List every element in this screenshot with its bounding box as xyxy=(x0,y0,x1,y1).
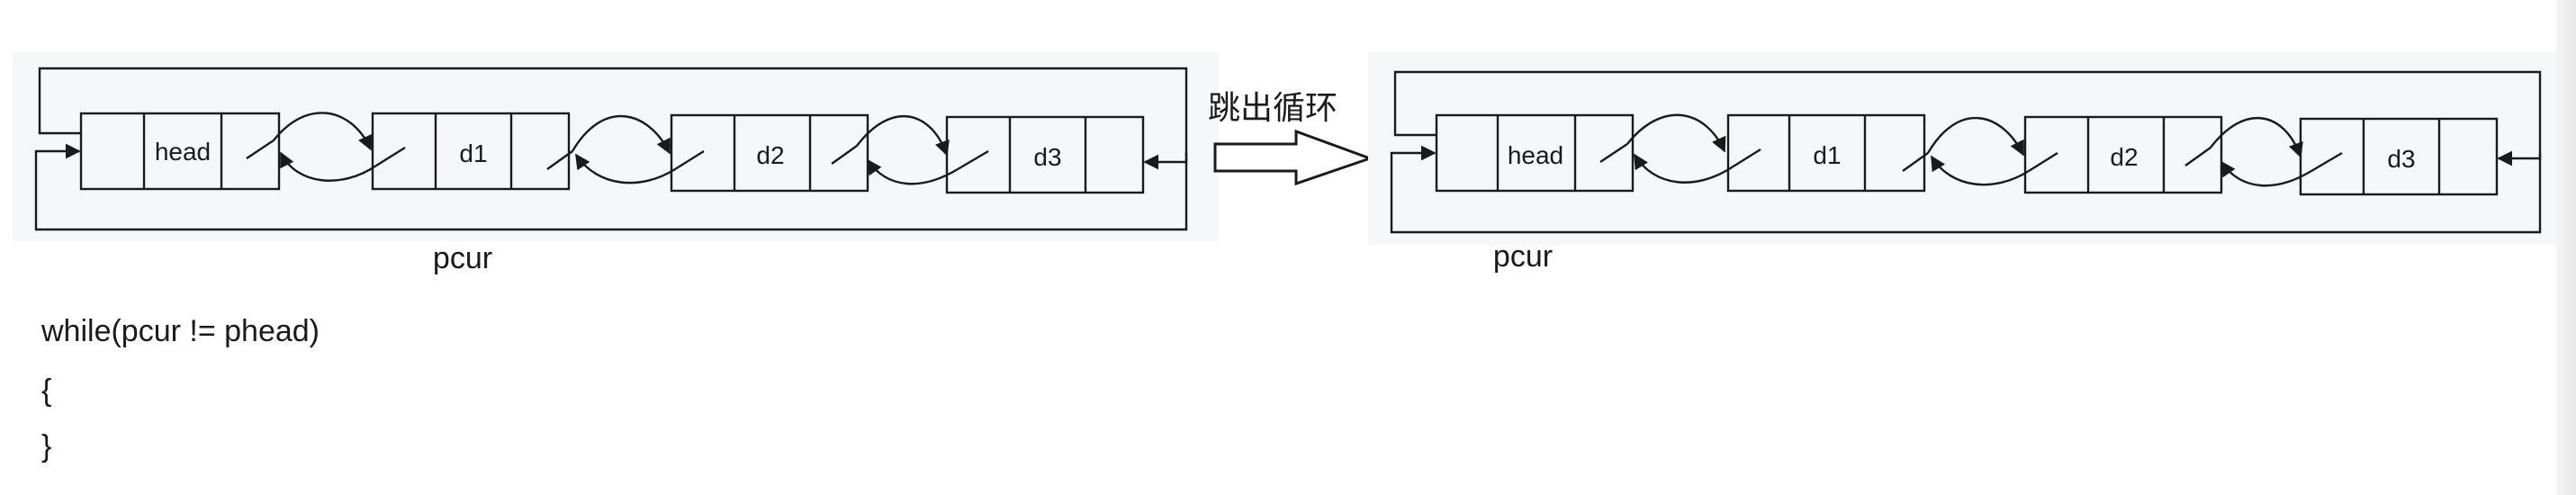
after-node-label-d3: d3 xyxy=(2387,145,2415,173)
transition-arrow xyxy=(1213,129,1374,186)
transition-label: 跳出循环 xyxy=(1208,89,1338,126)
before-panel: head d1 d2 d3 xyxy=(13,52,1219,241)
after-links xyxy=(1599,113,2343,187)
before-node-head: head xyxy=(79,112,281,191)
after-node-label-d1: d1 xyxy=(1813,141,1841,169)
after-pointer-label: pcur xyxy=(1493,239,1553,274)
after-node-d2: d2 xyxy=(2023,115,2223,194)
after-node-label-head: head xyxy=(1508,141,1563,169)
after-loop-arrow-top xyxy=(1390,70,2542,234)
before-links xyxy=(246,112,989,185)
after-node-d1: d1 xyxy=(1726,113,1926,193)
before-loop-arrow-tail xyxy=(1143,153,1188,170)
before-loop-arrow-top xyxy=(34,67,1188,231)
before-pointer-label: pcur xyxy=(433,241,492,275)
right-edge-scrollbar[interactable] xyxy=(2556,0,2576,495)
before-node-label-d3: d3 xyxy=(1033,143,1061,171)
before-node-label-d1: d1 xyxy=(459,140,487,167)
code-line-while: while(pcur != phead) xyxy=(41,314,320,348)
after-node-label-d2: d2 xyxy=(2110,143,2138,171)
after-panel-background xyxy=(1368,52,2558,245)
after-node-head: head xyxy=(1435,113,1635,193)
before-node-d1: d1 xyxy=(371,112,571,191)
code-line-close-brace: } xyxy=(41,429,52,464)
after-panel: head d1 d2 d3 xyxy=(1368,52,2558,245)
before-node-label-head: head xyxy=(155,138,211,166)
before-panel-background xyxy=(13,52,1219,241)
after-loop-arrow-tail xyxy=(2497,150,2542,166)
before-node-label-d2: d2 xyxy=(756,141,784,169)
code-line-open-brace: { xyxy=(41,374,52,408)
before-node-d2: d2 xyxy=(670,113,869,193)
